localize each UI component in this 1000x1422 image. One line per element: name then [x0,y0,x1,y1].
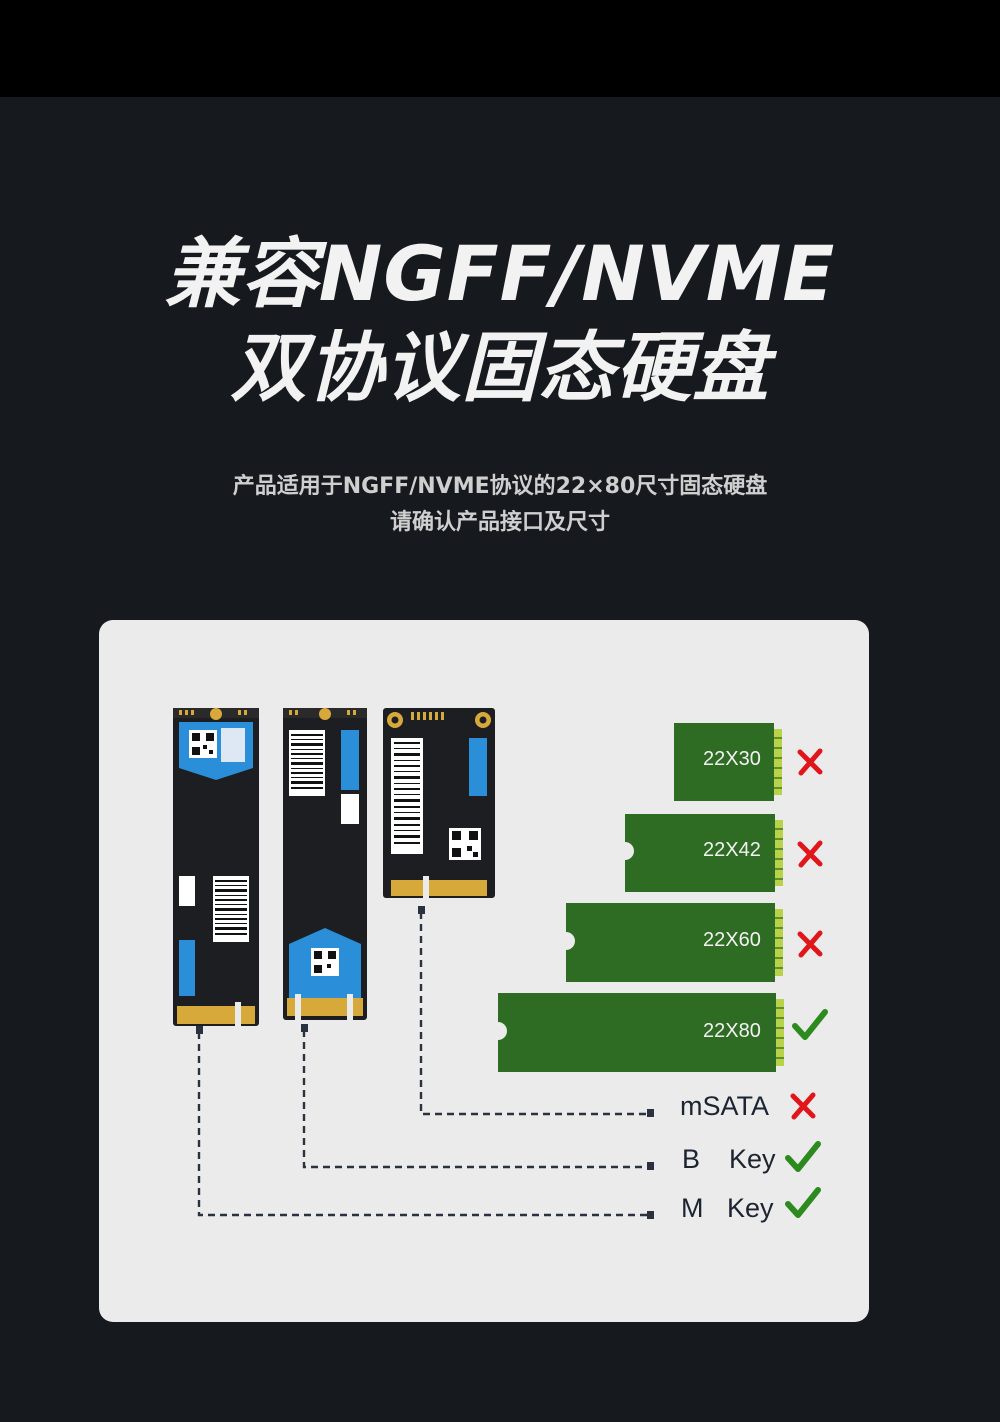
cross-icon [797,840,823,868]
interface-label-m: M [681,1193,704,1223]
headline-line1: 兼容NGFF/NVME [164,229,836,318]
headline-line2: 双协议固态硬盘 [230,323,770,412]
subtitle-line1: 产品适用于NGFF/NVME协议的22×80尺寸固态硬盘 [232,474,768,499]
cross-icon [797,748,823,776]
ssd-card-msata [383,708,495,898]
size-label-22x42: 22X42 [703,839,761,861]
pcb-board-22x80 [498,993,784,1072]
connector-lines [196,906,654,1219]
compatibility-panel: 22X30 22X42 22X60 22X80 mSATA B Key M Ke… [99,620,869,1322]
top-band [0,0,1000,97]
check-icon [785,1141,821,1172]
pcb-board-22x60 [566,903,783,982]
ssd-card-sata [283,708,367,1020]
interface-key-m: Key [727,1193,774,1223]
check-icon [792,1009,828,1040]
pcb-board-22x42 [625,814,783,892]
interface-key-b: Key [729,1144,776,1174]
ssd-card-nvme [173,708,259,1026]
size-label-22x30: 22X30 [703,748,761,770]
cross-icon [790,1092,816,1120]
interface-label-msata: mSATA [680,1091,770,1121]
size-label-22x80: 22X80 [703,1020,761,1042]
pcb-board-22x30 [674,723,782,801]
interface-label-b: B [682,1144,701,1174]
cross-icon [797,930,823,958]
size-label-22x60: 22X60 [703,929,761,951]
subtitle-line2: 请确认产品接口及尺寸 [389,510,610,535]
check-icon [785,1187,821,1218]
